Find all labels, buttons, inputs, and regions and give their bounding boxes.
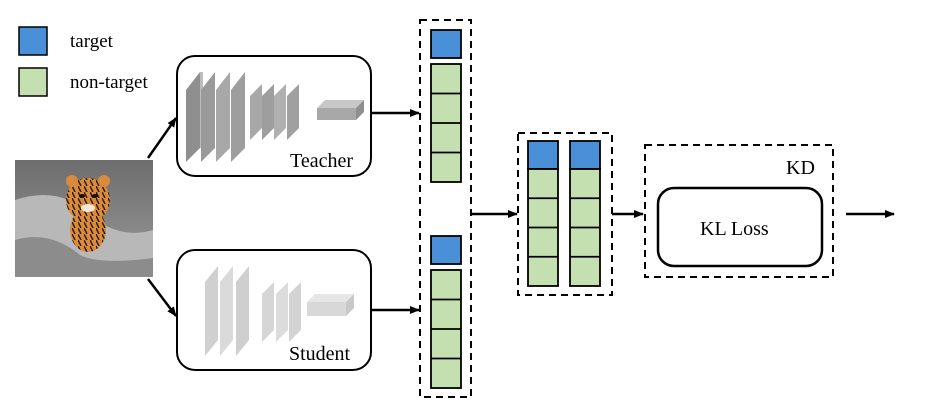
student-label: Student — [289, 343, 351, 365]
kl-loss-label: KL Loss — [700, 218, 769, 240]
kd-label: KD — [786, 157, 815, 179]
input-image — [15, 160, 153, 277]
arrow-image-to-student — [147, 278, 177, 317]
combined-student-column — [569, 140, 601, 287]
teacher-target-cell — [430, 29, 462, 59]
logits-container — [419, 19, 472, 398]
legend-non-target-swatch — [18, 67, 48, 97]
legend: target non-target — [18, 26, 148, 97]
student-network: Student — [176, 249, 372, 371]
combined-teacher-column — [527, 140, 559, 287]
arrow-image-to-teacher — [146, 117, 178, 159]
kl-loss-box — [656, 186, 824, 268]
kd-container — [644, 144, 834, 278]
legend-target-swatch — [18, 26, 48, 56]
student-target-cell — [430, 235, 462, 265]
legend-non-target-label: non-target — [70, 72, 148, 93]
teacher-logits — [430, 29, 462, 183]
teacher-network: Teacher — [176, 55, 372, 177]
teacher-label: Teacher — [290, 150, 353, 172]
student-logits — [430, 235, 462, 389]
legend-target-label: target — [70, 31, 114, 52]
